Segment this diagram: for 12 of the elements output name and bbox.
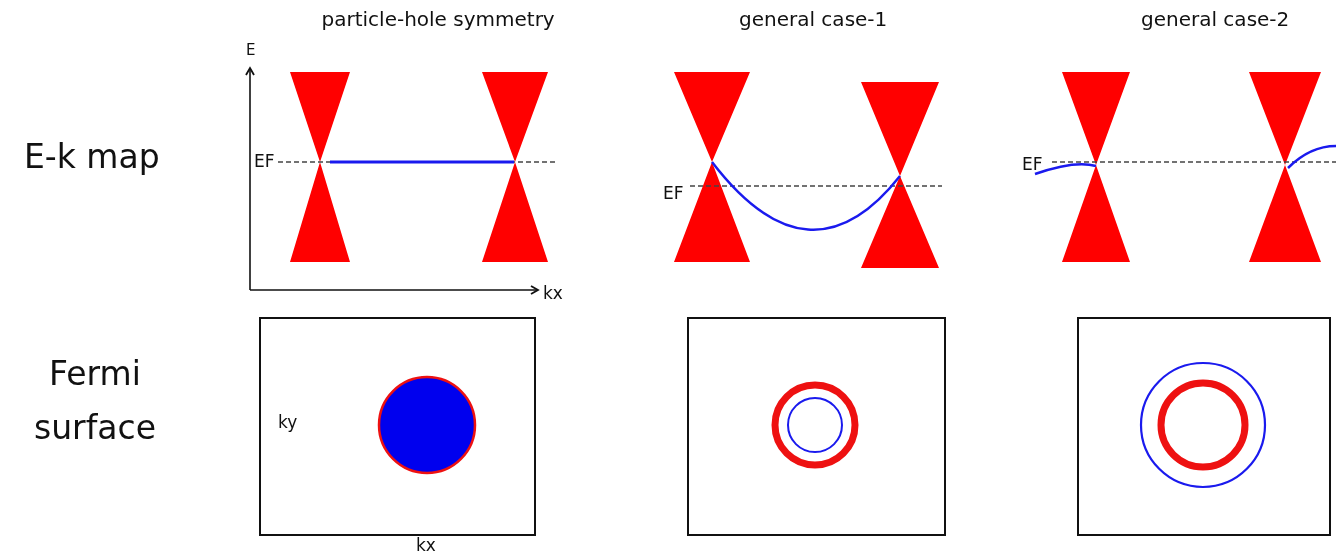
column-heading: general case-2 xyxy=(1141,8,1290,31)
fermi-level-label: EF xyxy=(663,184,684,204)
column-heading: particle-hole symmetry xyxy=(321,8,555,31)
column-heading: general case-1 xyxy=(739,8,888,31)
axis-label: ky xyxy=(278,413,298,433)
row-heading: Fermi surface xyxy=(33,353,157,450)
axis-label: kx xyxy=(416,536,436,556)
axis-label: E xyxy=(246,42,256,60)
fermi-level-label: EF xyxy=(254,152,275,172)
axis-label: kx xyxy=(543,284,563,304)
fermi-level-label: EF xyxy=(1022,155,1043,175)
row-heading: E-k map xyxy=(24,138,160,176)
